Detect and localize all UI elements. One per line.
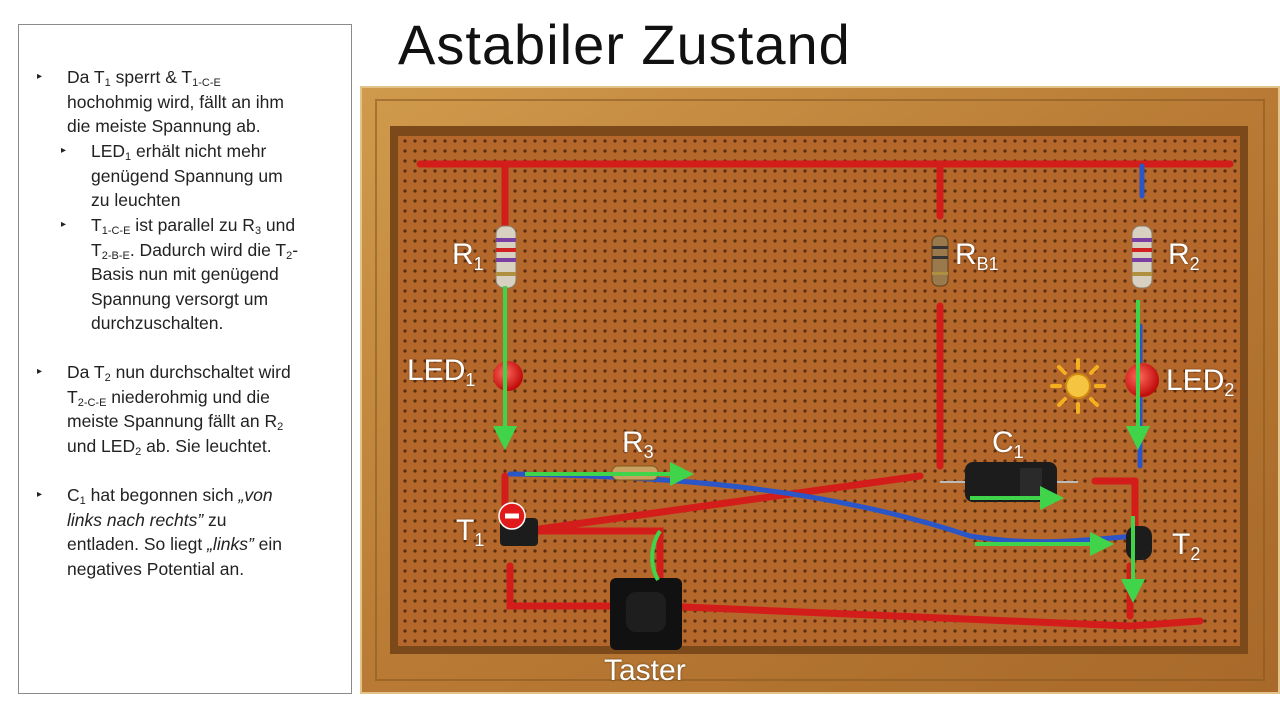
note-text: ist parallel zu R	[130, 215, 255, 235]
bullet-marker-icon: ▸	[37, 366, 43, 377]
label-r3: R3	[622, 426, 654, 462]
bullet-marker-icon: ▸	[61, 145, 67, 156]
sun-icon	[1050, 358, 1106, 414]
note-text: zu	[203, 509, 227, 530]
subscript: 3	[254, 225, 262, 237]
note-subbullet-1b: ▸ T1-C-E ist parallel zu R3 und T2-B-E. …	[61, 213, 298, 336]
minus-icon	[498, 502, 526, 530]
note-bullet-2: ▸ Da T2 nun durchschaltet wird T2-C-E ni…	[37, 360, 291, 458]
subscript: 2	[277, 421, 284, 433]
resistor-rb1	[931, 235, 949, 287]
label-led2: LED2	[1166, 364, 1235, 400]
note-text: niederohmig und die	[106, 386, 270, 407]
subscript: 1-C-E	[192, 77, 221, 89]
subscript: 2	[135, 445, 142, 458]
label-c1: C1	[992, 426, 1024, 462]
note-text: hochohmig wird, fällt an ihm	[67, 91, 284, 112]
label-r2: R2	[1168, 238, 1200, 274]
led-1	[493, 361, 523, 391]
led-2	[1125, 363, 1159, 397]
note-text: durchzuschalten.	[91, 313, 224, 333]
note-text: sperrt & T	[110, 67, 193, 87]
perfboard	[398, 136, 1240, 646]
note-text: T	[91, 239, 102, 260]
resistor-r2	[1131, 225, 1153, 289]
note-text: LED	[91, 141, 126, 161]
push-button-taster	[610, 529, 682, 650]
bullet-marker-icon: ▸	[37, 489, 43, 500]
note-text: -	[292, 239, 299, 260]
subscript: 2	[286, 249, 293, 262]
note-text: hat begonnen sich	[85, 485, 239, 505]
bullet-marker-icon: ▸	[37, 71, 43, 82]
note-text: nun durchschaltet wird	[110, 362, 291, 382]
note-bullet-3: ▸ C1 hat begonnen sich „von links nach r…	[37, 483, 282, 581]
subscript: 2-B-E	[101, 249, 130, 262]
note-text: genügend Spannung um	[91, 165, 283, 186]
label-t2: T2	[1172, 528, 1201, 564]
note-text: ab. Sie leuchtet.	[141, 435, 272, 456]
note-text: meiste Spannung fällt an R	[67, 411, 278, 431]
note-text: ein	[253, 534, 282, 554]
subscript: 2	[104, 372, 111, 384]
transistor-t2	[1126, 526, 1152, 560]
label-t1: T1	[456, 514, 485, 550]
note-text: erhält nicht mehr	[131, 141, 267, 161]
label-taster: Taster	[604, 654, 686, 687]
notes-panel: ▸ Da T1 sperrt & T1-C-E hochohmig wird, …	[18, 24, 352, 694]
note-text: T	[91, 215, 102, 235]
note-text: und LED	[67, 435, 136, 456]
subscript: 2-C-E	[77, 396, 107, 409]
subscript: 1	[79, 495, 86, 507]
note-text: Spannung versorgt um	[91, 288, 269, 309]
note-text: . Dadurch wird die T	[129, 239, 287, 260]
note-text: zu leuchten	[91, 190, 181, 210]
note-text: negatives Potential an.	[67, 558, 245, 579]
bullet-marker-icon: ▸	[61, 219, 67, 230]
note-text: T	[67, 386, 78, 407]
note-text: entladen. So liegt	[67, 534, 208, 554]
label-led1: LED1	[407, 354, 476, 390]
subscript: 1	[125, 151, 132, 163]
note-text: links nach rechts”	[67, 509, 204, 530]
note-text: und	[261, 215, 296, 235]
note-text: C	[67, 485, 80, 505]
resistor-r1	[495, 225, 517, 289]
subscript: 1-C-E	[101, 225, 131, 237]
current-arrows	[493, 286, 1150, 603]
circuit-board-photo	[360, 86, 1280, 694]
slide-title: Astabiler Zustand	[398, 13, 851, 76]
capacitor-c1	[940, 462, 1078, 502]
subscript: 1	[104, 77, 111, 89]
note-text: Da T	[67, 362, 105, 382]
note-subbullet-1a: ▸ LED1 erhält nicht mehr genügend Spannu…	[61, 139, 283, 213]
note-bullet-1: ▸ Da T1 sperrt & T1-C-E hochohmig wird, …	[37, 65, 284, 139]
note-text: Basis nun mit genügend	[91, 264, 279, 284]
note-text: Da T	[67, 67, 105, 87]
note-text: „links”	[207, 534, 254, 554]
note-text: die meiste Spannung ab.	[67, 116, 261, 136]
label-rb1: RB1	[955, 238, 999, 274]
note-text: „von	[238, 485, 273, 505]
label-r1: R1	[452, 238, 484, 274]
